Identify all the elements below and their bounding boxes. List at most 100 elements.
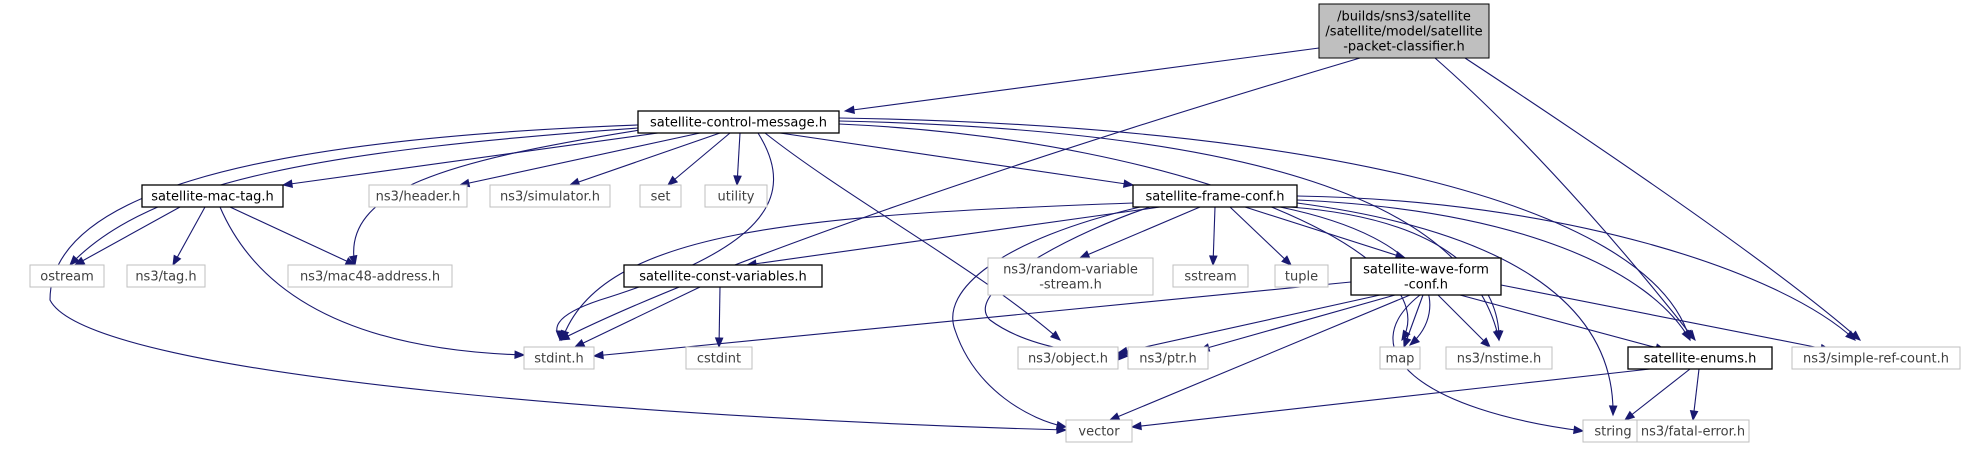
node-box: [1065, 419, 1133, 443]
node-const-vars[interactable]: satellite-const-variables.h: [623, 264, 823, 288]
edge-control_message-to-ostream: [69, 127, 639, 266]
node-box: [1627, 346, 1773, 370]
node-label: tuple: [1285, 270, 1318, 285]
node-frame-conf[interactable]: satellite-frame-conf.h: [1132, 184, 1298, 208]
dependency-nodes: /builds/sns3/satellite/satellite/model/s…: [29, 3, 1961, 443]
arrowhead-icon: [573, 338, 586, 348]
edge-wave_form-to-map: [1403, 294, 1424, 349]
edge-control_message-to-stdint: [555, 132, 774, 342]
node-label: cstdint: [697, 352, 741, 367]
arrowhead-icon: [1681, 329, 1691, 342]
arrowhead-icon: [666, 175, 679, 186]
node-label: set: [651, 190, 671, 205]
arrowhead-icon: [172, 254, 182, 267]
edge-line: [1434, 57, 1696, 341]
edge-line: [1624, 368, 1691, 421]
arrowhead-icon: [1281, 255, 1292, 266]
arrowhead-icon: [1403, 336, 1412, 349]
node-label: ns3/nstime.h: [1457, 352, 1541, 367]
node-label: ns3/simple-ref-count.h: [1803, 352, 1949, 367]
edge-enums-to-fatal_error: [1689, 368, 1700, 422]
edge-line: [1212, 206, 1216, 266]
arrowhead-icon: [714, 337, 724, 349]
node-sstream: sstream: [1172, 264, 1249, 288]
edge-line: [353, 129, 641, 266]
node-label: -conf.h: [1404, 278, 1448, 293]
arrowhead-icon: [514, 350, 526, 360]
node-label: map: [1386, 352, 1415, 367]
arrowhead-icon: [1573, 425, 1585, 435]
node-enums[interactable]: satellite-enums.h: [1627, 346, 1773, 370]
node-label: satellite-control-message.h: [650, 116, 827, 131]
edge-frame_conf-to-wave_form: [1244, 206, 1407, 260]
node-simple-ref: ns3/simple-ref-count.h: [1791, 346, 1961, 370]
edge-control_message-to-nstime: [838, 120, 1502, 342]
edge-line: [219, 206, 525, 356]
edge-const_vars-to-stdint: [573, 286, 701, 348]
edge-line: [1296, 199, 1691, 341]
edge-line: [1244, 206, 1406, 259]
node-box: [1350, 257, 1502, 296]
arrowhead-icon: [348, 254, 358, 267]
arrowhead-icon: [1849, 330, 1862, 341]
node-control-message[interactable]: satellite-control-message.h: [637, 110, 840, 134]
edge-enums-to-string: [1623, 368, 1691, 421]
edge-line: [1296, 202, 1614, 416]
edge-root-to-control_message: [843, 47, 1320, 115]
node-ns3-object: ns3/object.h: [1017, 346, 1119, 370]
edge-line: [1117, 294, 1381, 354]
edge-mac_tag-to-ns3_tag: [172, 206, 206, 267]
edge-line: [844, 47, 1320, 112]
edge-line: [1392, 294, 1584, 432]
node-ns3-header: ns3/header.h: [368, 184, 468, 208]
node-ns3-simulator: ns3/simulator.h: [489, 184, 611, 208]
node-label: ns3/mac48-address.h: [300, 270, 440, 285]
node-label: satellite-wave-form: [1363, 263, 1489, 278]
node-label: -packet-classifier.h: [1343, 40, 1465, 55]
edge-line: [74, 206, 181, 266]
arrowhead-icon: [73, 256, 86, 266]
edge-control_message-to-frame_conf: [779, 132, 1135, 188]
node-label: ns3/random-variable: [1003, 263, 1138, 278]
node-label: satellite-mac-tag.h: [151, 190, 274, 205]
edge-line: [561, 202, 1134, 341]
node-box: [1274, 264, 1329, 288]
edge-control_message-to-ns3_object: [764, 132, 1062, 341]
node-box: [1318, 3, 1490, 59]
arrowhead-icon: [1608, 405, 1618, 417]
node-label: sstream: [1184, 270, 1236, 285]
node-box: [141, 184, 284, 208]
node-box: [639, 184, 682, 208]
node-tuple: tuple: [1274, 264, 1329, 288]
node-box: [1379, 346, 1421, 370]
node-mac-tag[interactable]: satellite-mac-tag.h: [141, 184, 284, 208]
node-ns3-tag: ns3/tag.h: [126, 264, 206, 288]
node-ostream: ostream: [29, 264, 105, 288]
edge-wave_form-to-nstime: [1437, 294, 1491, 348]
node-label: vector: [1078, 425, 1120, 440]
node-box: [1172, 264, 1249, 288]
edge-wave_form-to-string: [1392, 294, 1585, 435]
edge-line: [1229, 206, 1292, 266]
arrowhead-icon: [843, 105, 855, 115]
edge-line: [172, 206, 206, 266]
arrowhead-icon: [1494, 330, 1504, 342]
edge-root-to-simple_ref: [1464, 57, 1862, 341]
edge-line: [1131, 368, 1651, 428]
node-box: [623, 264, 823, 288]
edge-line: [593, 281, 1352, 357]
arrowhead-icon: [561, 329, 570, 342]
edge-line: [459, 132, 701, 186]
edge-line: [556, 132, 774, 341]
node-root[interactable]: /builds/sns3/satellite/satellite/model/s…: [1318, 3, 1490, 59]
node-box: [987, 257, 1154, 296]
edge-control_message-to-utility: [733, 132, 742, 187]
arrowhead-icon: [69, 255, 80, 266]
node-wave-form[interactable]: satellite-wave-form-conf.h: [1350, 257, 1502, 296]
node-label: -stream.h: [1039, 278, 1102, 293]
node-box: [126, 264, 206, 288]
node-random-var: ns3/random-variable-stream.h: [987, 257, 1154, 296]
node-label: string: [1594, 425, 1631, 440]
node-label: /builds/sns3/satellite: [1337, 10, 1471, 25]
